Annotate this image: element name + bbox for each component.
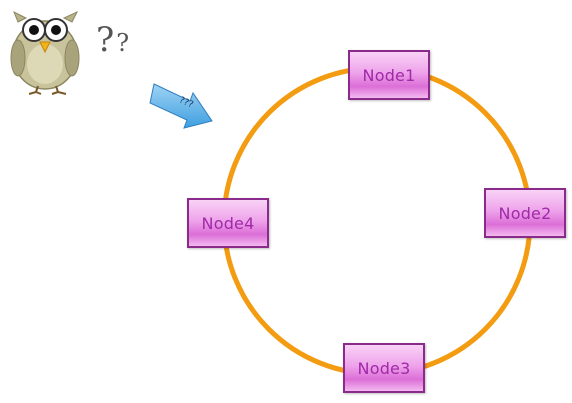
node-3[interactable]: Node3 <box>343 343 425 393</box>
arrow-icon <box>149 83 213 129</box>
node-4[interactable]: Node4 <box>187 198 269 248</box>
owl-icon <box>10 10 80 95</box>
node-1[interactable]: Node1 <box>348 50 430 100</box>
question-mark-small: ? <box>116 29 130 57</box>
question-mark-big: ? <box>96 20 115 60</box>
question-marks: ?? <box>96 20 129 60</box>
node-2[interactable]: Node2 <box>484 188 566 238</box>
